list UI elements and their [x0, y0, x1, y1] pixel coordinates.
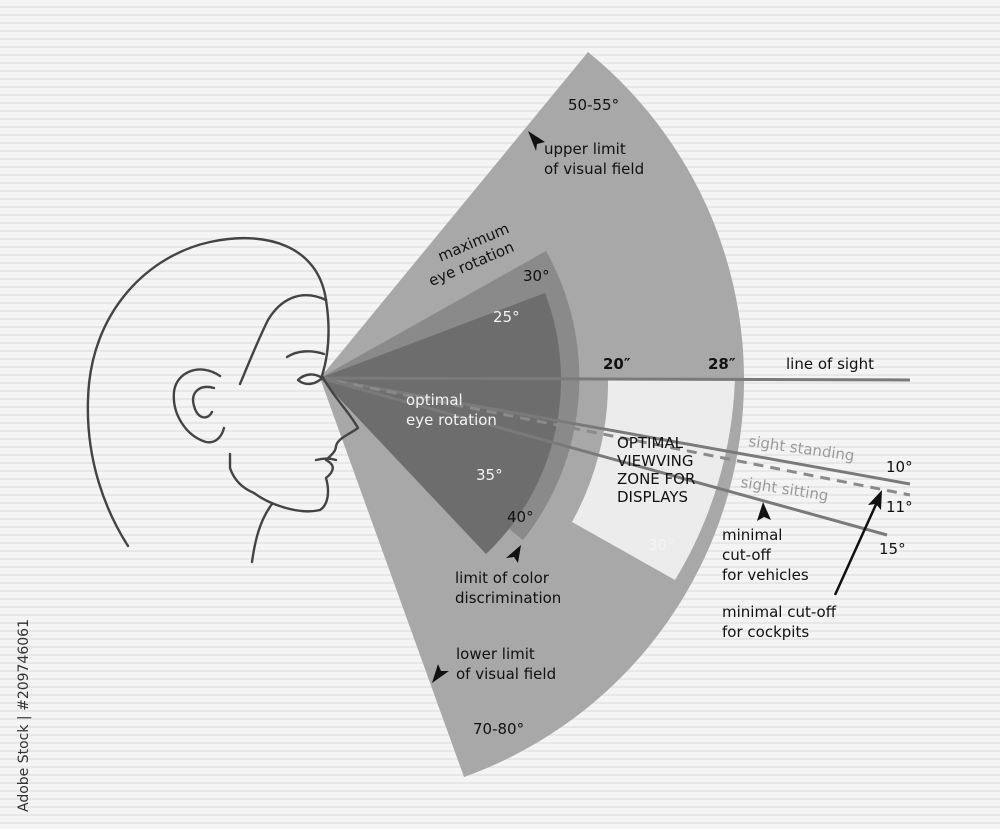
display-zone-label-line3: ZONE FOR	[617, 470, 695, 488]
mouth	[314, 457, 338, 462]
cockpit-pointer-line	[833, 499, 880, 596]
vehicle-cutoff-label-line2: cut-off	[722, 546, 772, 564]
optimal-eye-rotation-sector	[320, 293, 561, 554]
vehicle-cutoff-label-line1: minimal	[722, 526, 782, 544]
display-zone-label-line1: OPTIMAL	[617, 434, 684, 452]
lower-limit-arrow-icon	[432, 664, 449, 683]
stock-watermark: Adobe Stock | #209746061	[16, 619, 32, 812]
hairline	[238, 294, 328, 386]
sight-sitting-line	[319, 376, 911, 497]
cockpit-arrow-icon	[868, 490, 882, 510]
angle-11-label: 11°	[886, 498, 913, 516]
color-discrimination-arrow-icon	[506, 545, 521, 563]
cockpit-cutoff-label-line2: for cockpits	[722, 623, 809, 641]
head-back-outline	[86, 236, 328, 548]
line-of-sight	[319, 376, 911, 382]
vehicle-cutoff-arrow-icon	[757, 502, 771, 521]
angle-30-top-label: 30°	[523, 267, 550, 285]
color-limit-label-line1: limit of color	[455, 569, 550, 587]
optimal-rotation-label-line1: optimal	[406, 391, 463, 409]
line-of-sight-label: line of sight	[786, 355, 874, 373]
eyebrow	[285, 350, 326, 359]
angle-30-bottom-label: 30°	[648, 536, 675, 554]
sight-sitting-label: sight sitting	[739, 473, 829, 505]
distance-20-label: 20″	[603, 355, 631, 373]
lower-limit-label-line1: lower limit	[456, 645, 535, 663]
upper-limit-arrow-icon	[528, 131, 545, 151]
color-limit-label-line2: discrimination	[455, 589, 561, 607]
head-profile	[86, 236, 360, 564]
lower-angle-label: 70-80°	[473, 720, 524, 738]
display-zone-label-line2: VIEWVING	[617, 452, 694, 470]
optimal-rotation-label-line2: eye rotation	[406, 411, 497, 429]
neck-front	[250, 502, 274, 564]
sight-standing-line	[319, 376, 911, 486]
sight-standing-label: sight standing	[747, 432, 855, 465]
vehicle-cutoff-label-line3: for vehicles	[722, 566, 809, 584]
cockpit-cutoff-label-line1: minimal cut-off	[722, 603, 837, 621]
angle-25-label: 25°	[493, 308, 520, 326]
angle-35-label: 35°	[476, 466, 503, 484]
distance-28-label: 28″	[708, 355, 736, 373]
angle-15-label: 15°	[879, 540, 906, 558]
vehicle-cutoff-line	[319, 376, 888, 537]
ear-outer	[172, 368, 226, 444]
upper-limit-label-line2: of visual field	[544, 160, 644, 178]
angle-10-label: 10°	[886, 458, 913, 476]
eye-shape	[296, 373, 324, 386]
face-profile	[228, 298, 360, 513]
display-zone-label-line4: DISPLAYS	[617, 488, 688, 506]
upper-angle-label: 50-55°	[568, 96, 619, 114]
angle-40-label: 40°	[507, 508, 534, 526]
ear-inner	[191, 385, 216, 419]
optimal-display-zone	[572, 378, 735, 580]
upper-limit-label-line1: upper limit	[544, 140, 626, 158]
lower-limit-label-line2: of visual field	[456, 665, 556, 683]
